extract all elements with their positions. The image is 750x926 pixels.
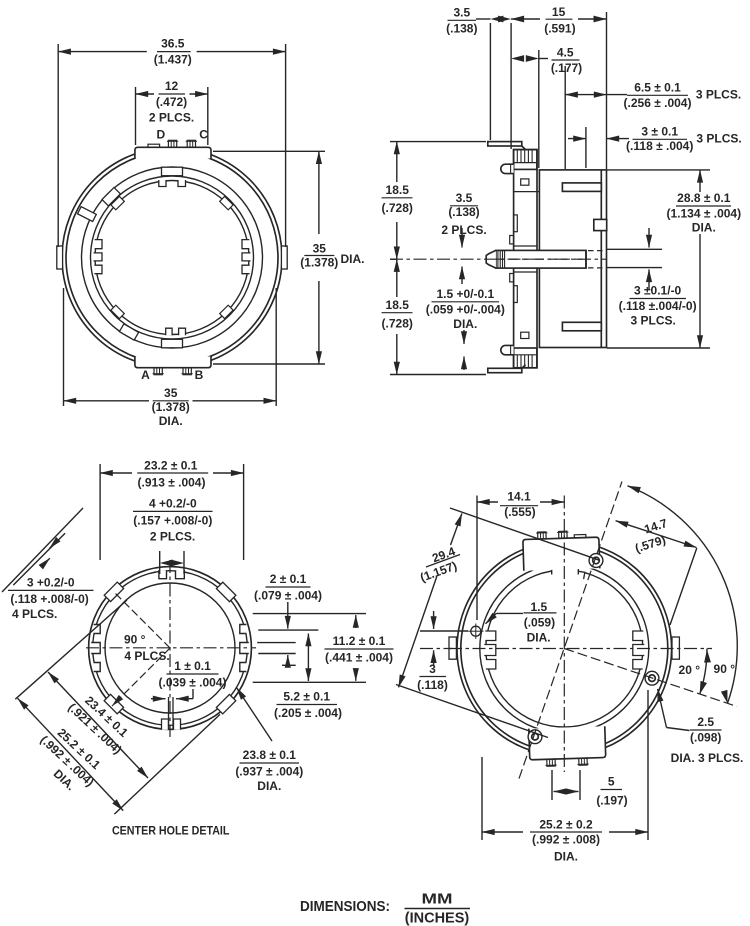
svg-text:6.5 ± 0.1: 6.5 ± 0.1 xyxy=(634,81,681,95)
svg-text:35: 35 xyxy=(164,386,178,400)
svg-text:2 PLCS.: 2 PLCS. xyxy=(150,529,195,543)
svg-text:18.5: 18.5 xyxy=(386,298,410,312)
svg-text:D: D xyxy=(156,127,165,141)
svg-text:14.7: 14.7 xyxy=(642,516,669,537)
svg-text:90 °: 90 ° xyxy=(714,662,736,676)
svg-text:(.555): (.555) xyxy=(504,505,535,519)
svg-text:3 PLCS.: 3 PLCS. xyxy=(696,87,741,101)
svg-text:(.059 +0/-.004): (.059 +0/-.004) xyxy=(426,303,505,317)
svg-text:C: C xyxy=(199,127,208,141)
svg-text:(.913 ± .004): (.913 ± .004) xyxy=(138,475,206,489)
svg-text:4 +0.2/-0: 4 +0.2/-0 xyxy=(149,497,197,511)
svg-text:(.256 ± .004): (.256 ± .004) xyxy=(624,96,692,110)
svg-text:(INCHES): (INCHES) xyxy=(405,911,470,926)
svg-text:23.2 ± 0.1: 23.2 ± 0.1 xyxy=(144,458,198,472)
svg-text:(1.134 ± .004): (1.134 ± .004) xyxy=(666,206,741,220)
svg-text:35: 35 xyxy=(313,241,327,255)
svg-text:(.118 ± .004): (.118 ± .004) xyxy=(626,139,693,153)
svg-text:18.5: 18.5 xyxy=(386,183,410,197)
svg-text:4 PLCS.: 4 PLCS. xyxy=(124,649,169,663)
svg-text:(1.378): (1.378) xyxy=(152,400,190,414)
svg-text:3 PLCS.: 3 PLCS. xyxy=(696,132,741,146)
svg-text:36.5: 36.5 xyxy=(161,37,185,51)
svg-text:14.1: 14.1 xyxy=(507,489,531,503)
svg-text:25.2 ± 0.2: 25.2 ± 0.2 xyxy=(539,817,593,831)
svg-text:(.039 ± .004): (.039 ± .004) xyxy=(159,676,227,690)
svg-text:3 ±0.1/-0: 3 ±0.1/-0 xyxy=(634,284,682,298)
svg-text:DIA.: DIA. xyxy=(341,252,365,266)
svg-text:(.937 ± .004): (.937 ± .004) xyxy=(235,765,303,779)
svg-text:(.138): (.138) xyxy=(446,22,477,36)
svg-text:3 +0.2/-0: 3 +0.2/-0 xyxy=(27,576,75,590)
svg-text:3: 3 xyxy=(429,662,436,676)
svg-text:DIMENSIONS:: DIMENSIONS: xyxy=(300,899,390,915)
svg-text:(.472): (.472) xyxy=(156,95,187,109)
svg-text:2 PLCS.: 2 PLCS. xyxy=(149,110,194,124)
svg-text:DIA.: DIA. xyxy=(692,221,716,235)
svg-text:(.079 ± .004): (.079 ± .004) xyxy=(254,589,322,603)
svg-text:5.2 ± 0.1: 5.2 ± 0.1 xyxy=(283,690,330,704)
svg-text:(.441 ± .004): (.441 ± .004) xyxy=(325,651,393,665)
svg-text:MM: MM xyxy=(422,892,453,908)
svg-text:A: A xyxy=(141,368,150,382)
svg-text:B: B xyxy=(195,368,204,382)
svg-text:5: 5 xyxy=(608,775,615,789)
svg-text:3.5: 3.5 xyxy=(456,191,473,205)
svg-text:2 ± 0.1: 2 ± 0.1 xyxy=(270,572,307,586)
svg-text:12: 12 xyxy=(165,79,179,93)
svg-text:1 ± 0.1: 1 ± 0.1 xyxy=(174,659,211,673)
svg-text:3 ± 0.1: 3 ± 0.1 xyxy=(641,125,678,139)
svg-text:3.5: 3.5 xyxy=(453,6,470,20)
svg-text:(.118 +.008/-0): (.118 +.008/-0) xyxy=(10,592,88,606)
svg-text:DIA.: DIA. xyxy=(257,779,281,793)
svg-text:3 PLCS.: 3 PLCS. xyxy=(631,314,676,328)
svg-text:DIA.: DIA. xyxy=(453,317,477,331)
svg-text:(.098): (.098) xyxy=(690,731,721,745)
svg-text:(.118 ±.004/-0): (.118 ±.004/-0) xyxy=(619,299,697,313)
svg-text:DIA.: DIA. xyxy=(527,631,551,645)
svg-text:90 °: 90 ° xyxy=(124,633,146,647)
svg-text:(.157 +.008/-0): (.157 +.008/-0) xyxy=(133,513,212,527)
svg-text:(1.437): (1.437) xyxy=(154,53,192,67)
svg-text:15: 15 xyxy=(552,5,566,19)
svg-text:(.197): (.197) xyxy=(596,794,627,808)
svg-text:11.2 ± 0.1: 11.2 ± 0.1 xyxy=(333,634,386,648)
svg-text:28.8 ± 0.1: 28.8 ± 0.1 xyxy=(677,191,731,205)
svg-text:23.8 ± 0.1: 23.8 ± 0.1 xyxy=(243,748,297,762)
svg-text:2 PLCS.: 2 PLCS. xyxy=(441,223,486,237)
svg-text:(.205 ± .004): (.205 ± .004) xyxy=(274,706,342,720)
svg-text:2.5: 2.5 xyxy=(697,715,714,729)
svg-text:DIA.: DIA. xyxy=(159,414,183,428)
svg-text:(.992 ± .008): (.992 ± .008) xyxy=(532,833,600,847)
svg-text:20 °: 20 ° xyxy=(679,663,701,677)
svg-text:CENTER HOLE DETAIL: CENTER HOLE DETAIL xyxy=(112,824,230,838)
svg-text:4.5: 4.5 xyxy=(557,45,574,59)
svg-text:DIA.: DIA. xyxy=(554,850,578,864)
svg-text:1.5 +0/-0.1: 1.5 +0/-0.1 xyxy=(436,287,494,301)
svg-text:(.728): (.728) xyxy=(382,316,413,330)
svg-text:4 PLCS.: 4 PLCS. xyxy=(12,607,57,621)
svg-text:(.728): (.728) xyxy=(382,201,413,215)
svg-text:(.591): (.591) xyxy=(544,22,575,36)
svg-text:(.177): (.177) xyxy=(551,61,582,75)
svg-text:(.138): (.138) xyxy=(448,205,479,219)
svg-text:(.059): (.059) xyxy=(524,615,555,629)
svg-text:1.5: 1.5 xyxy=(530,600,547,614)
svg-text:DIA. 3 PLCS.: DIA. 3 PLCS. xyxy=(671,751,744,765)
svg-text:(1.378): (1.378) xyxy=(300,256,338,270)
svg-text:(.118): (.118) xyxy=(417,678,448,692)
